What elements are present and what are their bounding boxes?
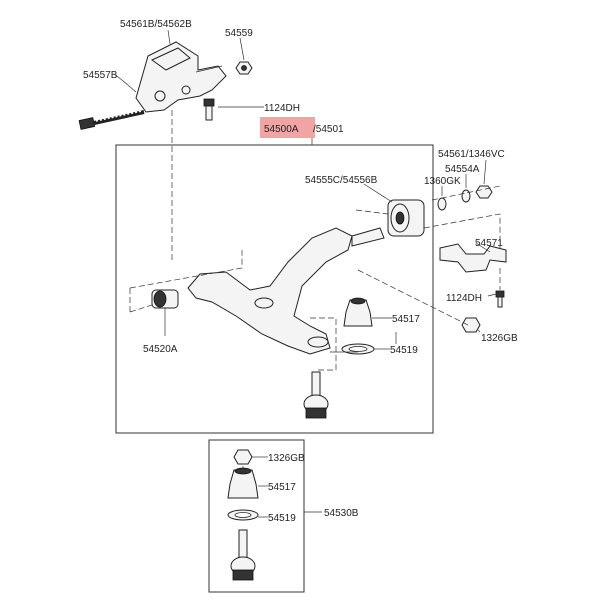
label-54520a: 54520A [143,344,178,355]
ball-joint-stud [303,371,329,419]
ball-joint-stud-bottom [230,529,256,581]
label-54519: 54519 [390,345,418,356]
label-54501: /54501 [313,124,344,135]
ball-joint-kit-box [208,439,305,593]
label-highlight [260,117,315,138]
label-54500a: 54500A [264,124,299,135]
control-arm-assembly-box [115,144,434,434]
nut-1326gb-bottom [233,449,253,465]
label-54571: 54571 [475,238,503,249]
label-54517: 54517 [392,314,420,325]
label-54557b: 54557B [83,70,118,81]
label-1124dh-top: 1124DH [264,103,300,114]
label-1360gk: 1360GK [424,176,461,187]
leader-lines [113,29,497,518]
bushing-54555c [387,199,425,237]
insulator-54517-bottom [227,467,259,499]
label-54517-bottom: 54517 [268,482,296,493]
nut-54559 [235,61,253,75]
label-54559: 54559 [225,28,253,39]
bushing-54520a [151,289,179,309]
washer-54554a [461,189,471,203]
nut-1326gb-right [461,317,481,333]
bracket-54571 [439,243,507,308]
label-1326gb-bottom: 1326GB [268,453,305,464]
lower-control-arm [187,227,385,355]
label-54555c-54556b: 54555C/54556B [305,175,378,186]
insulator-54517 [343,297,373,327]
bolt-1124dh-top [203,98,215,121]
label-54530b: 54530B [324,508,359,519]
label-54519-bottom: 54519 [268,513,296,524]
label-54554a: 54554A [445,164,480,175]
washer-1360gk [437,197,447,211]
bolt-54557b [78,110,145,130]
label-1326gb-right: 1326GB [481,333,518,344]
assembly-lines [129,110,501,470]
mounting-bracket [135,41,227,113]
label-54561-1346vc: 54561/1346VC [438,149,505,160]
label-1124dh-right: 1124DH [446,293,482,304]
label-54561b-54562b: 54561B/54562B [120,19,192,30]
nut-54561 [475,185,493,199]
